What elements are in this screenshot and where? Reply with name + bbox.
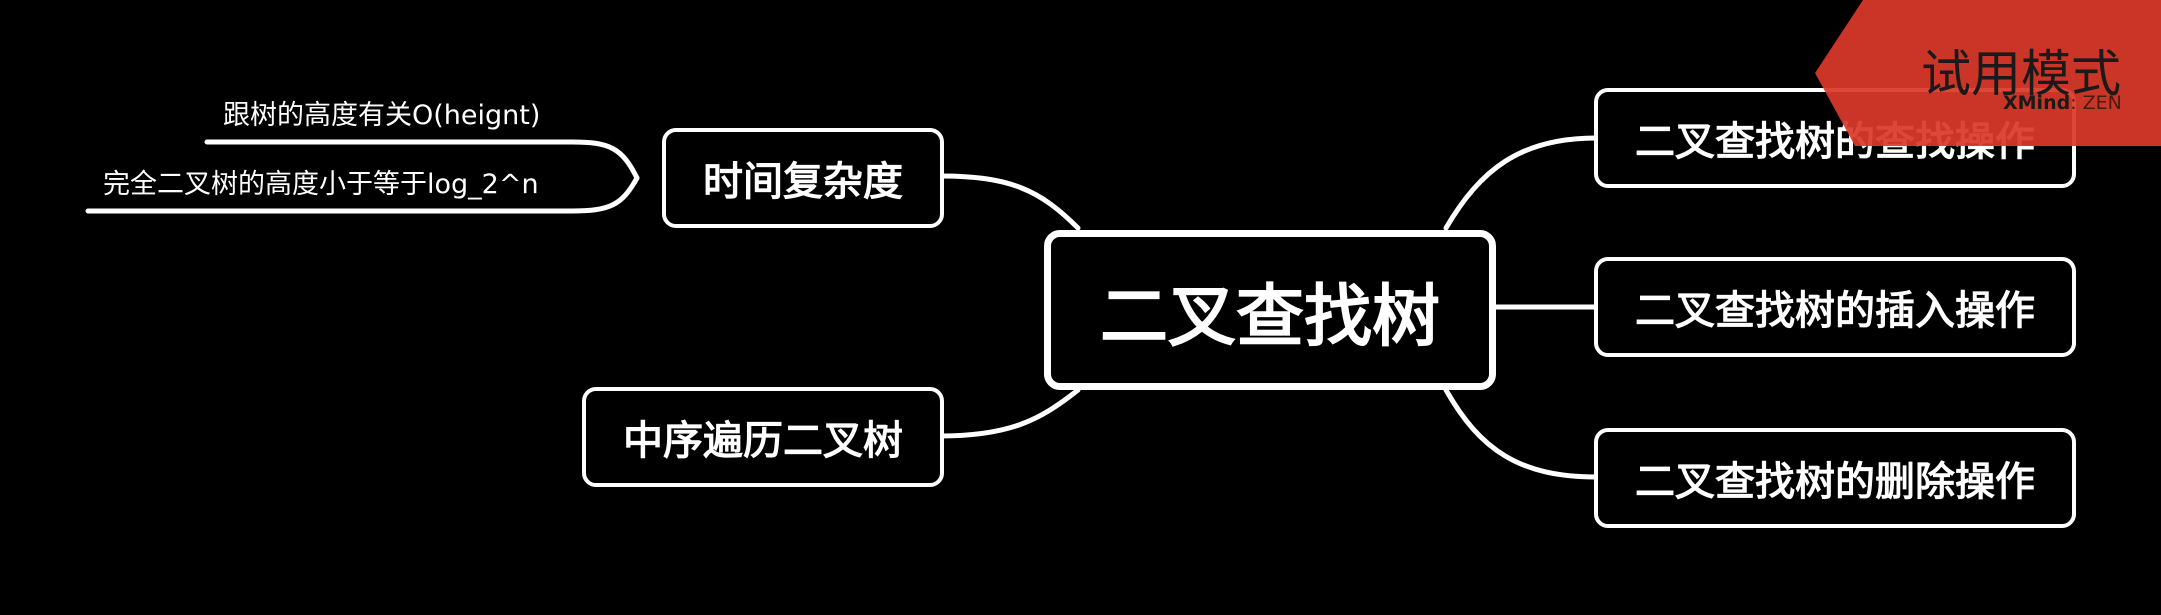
connector-search xyxy=(1443,135,1599,231)
watermark-brand-separator: : xyxy=(2070,92,2083,114)
subtopic-complete-tree-height[interactable]: 完全二叉树的高度小于等于log_2^n xyxy=(103,169,539,200)
subtopic-height-related[interactable]: 跟树的高度有关O(heignt) xyxy=(223,100,541,131)
watermark-shape xyxy=(1815,0,2161,146)
topic-inorder-traversal[interactable]: 中序遍历二叉树 xyxy=(582,387,944,487)
connector-time-complexity xyxy=(937,173,1081,231)
connector-time-sub-1 xyxy=(204,139,640,181)
topic-delete-operation[interactable]: 二叉查找树的删除操作 xyxy=(1594,428,2076,528)
topic-inorder-traversal-label: 中序遍历二叉树 xyxy=(623,418,903,464)
topic-time-complexity-label: 时间复杂度 xyxy=(703,159,903,205)
topic-delete-operation-label: 二叉查找树的删除操作 xyxy=(1635,459,2035,505)
connector-time-sub-2 xyxy=(85,175,640,214)
central-topic[interactable]: 二叉查找树 xyxy=(1044,230,1496,390)
watermark-title: 试用模式 xyxy=(1921,45,2121,103)
topic-time-complexity[interactable]: 时间复杂度 xyxy=(662,128,944,228)
topic-insert-operation-label: 二叉查找树的插入操作 xyxy=(1635,288,2035,334)
central-topic-label: 二叉查找树 xyxy=(1099,277,1440,357)
connector-inorder xyxy=(937,387,1081,439)
connector-delete xyxy=(1443,387,1599,480)
watermark-brand-name: XMind xyxy=(2003,92,2071,114)
trial-mode-watermark: 试用模式 XMind: ZEN xyxy=(1815,0,2161,146)
watermark-brand-edition: ZEN xyxy=(2082,92,2122,114)
watermark-brand: XMind: ZEN xyxy=(2003,92,2122,114)
topic-insert-operation[interactable]: 二叉查找树的插入操作 xyxy=(1594,257,2076,357)
